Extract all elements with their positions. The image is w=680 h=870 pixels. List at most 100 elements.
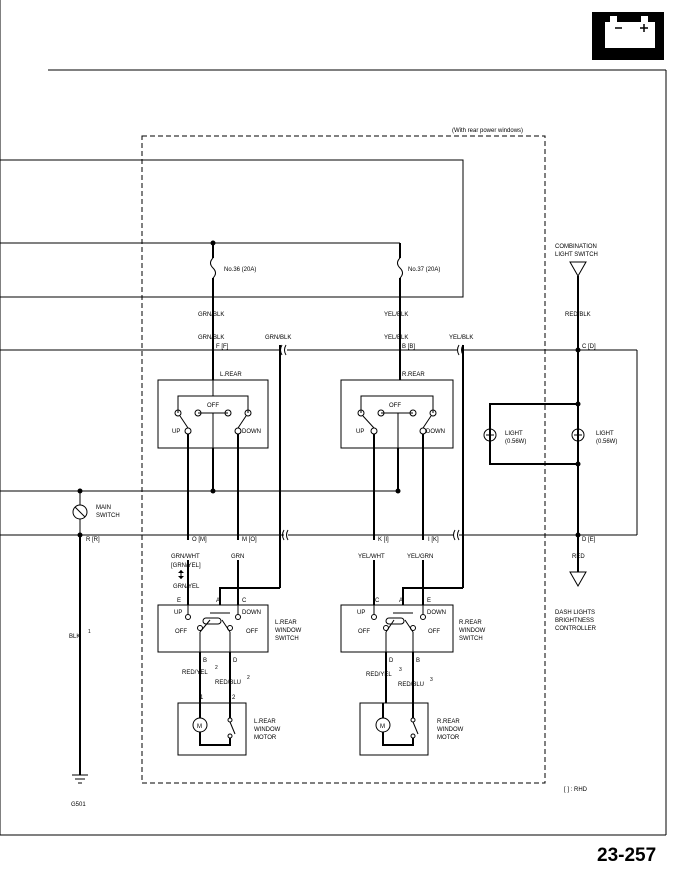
grn-label: GRN (231, 554, 244, 560)
dlbc-label-3: CONTROLLER (555, 626, 597, 632)
yelblk-r-label: YEL/BLK (449, 335, 473, 341)
main-switch-label-1: MAIN (96, 505, 111, 511)
l-rear-window-motor-box (177, 702, 247, 756)
fuse-37-label: No.37 (20A) (408, 267, 440, 273)
blk-label: BLK (69, 634, 80, 640)
wire-yelblk-rear-a (402, 587, 463, 605)
main-switch-label-2: SWITCH (96, 513, 120, 519)
pin-f-label: F [F] (216, 344, 229, 350)
main-switch (72, 488, 88, 538)
yelblk-top-label: YEL/BLK (384, 312, 408, 318)
l-redblu-sup: 2 (247, 675, 250, 681)
rear-windows-boundary (141, 135, 546, 784)
ground-symbol (72, 774, 88, 784)
rws-down: DOWN (427, 610, 446, 616)
l-redyel-sup: 2 (215, 665, 218, 671)
l-redblu-label: RED/BLU (215, 680, 241, 686)
pin-b-label: B [B] (402, 344, 415, 350)
lm-pin2: 2 (232, 695, 236, 701)
r-redblu-label: RED/BLU (398, 682, 424, 688)
rrws-label-1: R.REAR (459, 620, 482, 626)
blk-sup: 1 (88, 629, 91, 635)
r-main-switch-contacts (357, 395, 437, 448)
lrwm-label-2: WINDOW (254, 727, 281, 733)
pin-i-label: I [K] (428, 537, 439, 543)
yelblk-l-label: YEL/BLK (384, 335, 408, 341)
grnwht-label: GRN/WHT (171, 554, 200, 560)
r-down-label: DOWN (426, 429, 445, 435)
grnblk-top-label: GRN/BLK (198, 312, 224, 318)
rrws-label-2: WINDOW (459, 628, 486, 634)
r-up-label: UP (356, 429, 364, 435)
light-left-label: LIGHT (505, 431, 523, 437)
rws-b: B (416, 658, 420, 664)
light-left-icon (483, 428, 497, 442)
yelgrn-label: YEL/GRN (407, 554, 433, 560)
cls-label-2: LIGHT SWITCH (555, 252, 598, 258)
rws-c: C (375, 598, 380, 604)
g501-label: G501 (71, 802, 86, 808)
light-right-watt: (0.56W) (596, 439, 617, 445)
lm-m: M (197, 724, 202, 730)
pin-c-label: C [D] (582, 344, 596, 350)
l-rear-label: L.REAR (220, 372, 242, 378)
grnblk-l-label: GRN/BLK (198, 335, 224, 341)
pin-d-label: D [E] (582, 537, 596, 543)
cls-label-1: COMBINATION (555, 244, 597, 250)
fuse-36-label: No.36 (20A) (224, 267, 256, 273)
r-motor-icon: M (375, 703, 419, 746)
r-rear-window-switch-box (340, 604, 454, 653)
lrwm-label-1: L.REAR (254, 719, 276, 725)
r-rear-window-switch-contacts (371, 605, 426, 652)
rws-off-r: OFF (428, 629, 440, 635)
page-frame (0, 0, 667, 836)
yelwht-label: YEL/WHT (358, 554, 385, 560)
rrwm-label-1: R.REAR (437, 719, 460, 725)
rrwm-label-2: WINDOW (437, 727, 464, 733)
r-rear-window-motor-box (359, 702, 429, 756)
r-redyel-label: RED/YEL (366, 672, 392, 678)
redblk-label: RED/BLK (565, 312, 591, 318)
lws-off-l: OFF (175, 629, 187, 635)
rws-up: UP (357, 610, 365, 616)
grnyel-label: GRN/YEL (173, 584, 200, 590)
r-off-label: OFF (389, 403, 401, 409)
fuse-37 (397, 243, 403, 380)
lm-pin1: 1 (200, 695, 204, 701)
lws-e: E (177, 598, 181, 604)
grnblk-r-label: GRN/BLK (265, 335, 291, 341)
rws-off-l: OFF (358, 629, 370, 635)
lws-b: B (203, 658, 207, 664)
lws-d: D (233, 658, 238, 664)
light-left-watt: (0.56W) (505, 439, 526, 445)
lws-down: DOWN (242, 610, 261, 616)
lrws-label-2: WINDOW (275, 628, 302, 634)
break-marks (280, 344, 464, 541)
arrow-up-down-icon (178, 570, 184, 579)
wire-light-loop (489, 403, 578, 465)
rm-m: M (380, 724, 385, 730)
pin-m-label: M [O] (242, 537, 257, 543)
rrws-label-3: SWITCH (459, 636, 483, 642)
page-number: 23-257 (597, 845, 656, 866)
light-right-label: LIGHT (596, 431, 614, 437)
lrws-label-3: SWITCH (275, 636, 299, 642)
lrws-label-1: L.REAR (275, 620, 297, 626)
rws-e: E (427, 598, 431, 604)
l-rear-window-switch-contacts (185, 605, 241, 652)
wire-grnblk-rear-a (219, 587, 280, 605)
lws-a: A (216, 598, 220, 604)
rrwm-label-3: MOTOR (437, 735, 460, 741)
fuse-36 (210, 240, 216, 380)
l-redyel-label: RED/YEL (182, 670, 208, 676)
red-label: RED (572, 554, 585, 560)
pin-k-label: K [I] (378, 537, 389, 543)
light-right-icon (571, 428, 585, 442)
l-down-label: DOWN (242, 429, 261, 435)
dlbc-arrow-icon (569, 571, 587, 588)
battery-icon (592, 12, 664, 60)
rws-d: D (389, 658, 394, 664)
lws-off-r: OFF (246, 629, 258, 635)
r-rear-label: R.REAR (402, 372, 425, 378)
